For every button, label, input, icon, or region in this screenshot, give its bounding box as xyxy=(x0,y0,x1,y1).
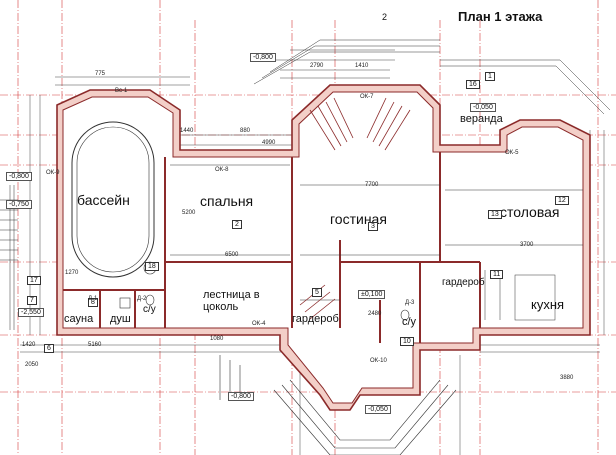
window-mark: ОК-9 xyxy=(46,170,60,176)
room-number: 13 xyxy=(488,210,502,219)
room-wardrobe-center-label: гардероб xyxy=(292,313,339,325)
room-wc-left-label: с/у xyxy=(143,304,156,315)
door-mark: Д-3 xyxy=(405,300,415,306)
dimension-label: 5160 xyxy=(88,342,102,348)
window-mark: ОК-5 xyxy=(505,150,519,156)
room-number: 17 xyxy=(27,276,41,285)
room-dining-label: столовая xyxy=(500,204,560,220)
dimension-label: 2050 xyxy=(25,362,39,368)
left-steps xyxy=(0,199,18,261)
room-number: 5 xyxy=(312,288,322,297)
elevation-bottom-left: -0,800 xyxy=(228,392,254,401)
dimension-label: 3880 xyxy=(560,375,574,381)
room-shower-label: душ xyxy=(110,313,131,325)
room-living-label: гостиная xyxy=(330,211,387,227)
dimension-label: 880 xyxy=(240,128,251,134)
dimension-label: 4990 xyxy=(262,140,276,146)
elevation-center: ±0,100 xyxy=(358,290,386,299)
dimension-label: 1420 xyxy=(22,342,36,348)
room-number: 12 xyxy=(555,196,569,205)
room-bedroom-label: спальня xyxy=(200,193,254,209)
dimension-label: 3700 xyxy=(520,242,534,248)
room-pool-label: бассейн xyxy=(77,192,130,208)
room-number: 16 xyxy=(466,80,480,89)
dimension-label: 1080 xyxy=(210,336,224,342)
sheet-mark: 2 xyxy=(382,12,388,22)
room-number: 7 xyxy=(27,296,37,305)
exterior-walls xyxy=(56,84,591,411)
door-mark: Д-2 xyxy=(137,296,147,302)
dimension-label: 1440 xyxy=(180,128,194,134)
interior-walls xyxy=(63,152,481,343)
dimension-label: 7700 xyxy=(365,182,379,188)
dimension-label: 6500 xyxy=(225,252,239,258)
door-mark: Д-1 xyxy=(88,296,98,302)
room-wardrobe-right-label: гардероб xyxy=(442,277,485,288)
window-mark: ОК-8 xyxy=(215,167,229,173)
window-mark: ОК-4 xyxy=(252,321,266,327)
plan-detail-lines xyxy=(9,164,583,330)
room-number: 2 xyxy=(232,220,242,229)
stairs xyxy=(299,97,411,320)
elevation-left-3: -2,550 xyxy=(18,308,44,317)
room-sauna-label: сауна xyxy=(64,313,94,325)
room-number: 8 xyxy=(88,298,98,307)
pool-oval xyxy=(71,121,155,278)
plan-title: План 1 этажа xyxy=(458,9,543,24)
window-mark: ОК-10 xyxy=(370,358,387,364)
dimension-label: 2480 xyxy=(368,311,382,317)
elevation-left-2: -0,750 xyxy=(6,200,32,209)
dimension-label: 1270 xyxy=(65,270,79,276)
room-stair-label: лестница в цоколь xyxy=(203,289,260,314)
dimension-label: 5200 xyxy=(182,210,196,216)
window-mark: Вс-1 xyxy=(115,88,128,94)
veranda-steps xyxy=(253,39,611,115)
room-number: 3 xyxy=(368,222,378,231)
dimension-label: 2790 xyxy=(310,63,324,69)
room-number: 1 xyxy=(485,72,495,81)
elevation-left-1: -0,800 xyxy=(6,172,32,181)
elevation-veranda: -0,050 xyxy=(470,103,496,112)
room-number: 18 xyxy=(145,262,159,271)
room-number: 11 xyxy=(490,270,504,279)
window-mark: ОК-7 xyxy=(360,94,374,100)
dimension-label: 1410 xyxy=(355,63,369,69)
room-veranda-label: веранда xyxy=(460,113,503,125)
dimension-label: 775 xyxy=(95,71,106,77)
room-wc-center-label: с/у xyxy=(402,316,417,328)
room-kitchen-label: кухня xyxy=(531,297,565,312)
room-number: 10 xyxy=(400,337,414,346)
elevation-top: -0,800 xyxy=(250,53,276,62)
elevation-bottom: -0,050 xyxy=(365,405,391,414)
room-number: 6 xyxy=(44,344,54,353)
